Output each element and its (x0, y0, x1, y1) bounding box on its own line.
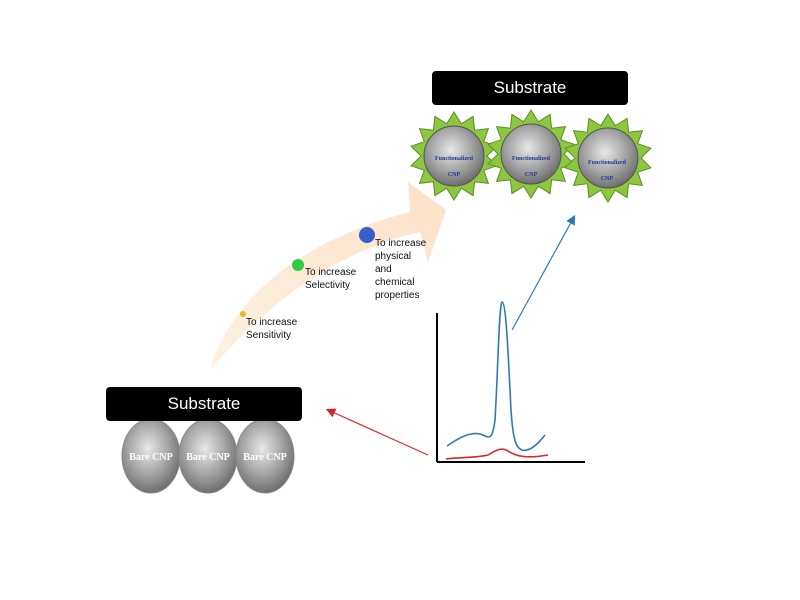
fcnp-3-line2: CNP (600, 176, 614, 182)
top-substrate-bar: Substrate (432, 71, 628, 105)
curved-progress-arrow (210, 182, 446, 370)
fcnp-1-line2: CNP (447, 172, 461, 178)
bare-cnp-label-1: Bare CNP (129, 452, 173, 463)
goal-dot-selectivity (292, 259, 304, 271)
functionalized-cnp-3 (564, 113, 652, 203)
blue-arrow (511, 214, 576, 331)
top-substrate-label: Substrate (493, 78, 567, 97)
bare-cnp-label-3: Bare CNP (243, 452, 287, 463)
fcnp-2-line1: Functionalized (511, 156, 550, 162)
fcnp-2-line2: CNP (524, 172, 538, 178)
cnp-sphere-1 (423, 125, 485, 187)
bottom-substrate-label: Substrate (167, 394, 241, 413)
spectrum-plot (436, 301, 585, 463)
blue-trace (446, 301, 546, 452)
goal-text-sensitivity: To increase Sensitivity (246, 317, 298, 341)
fcnp-1-line1: Functionalized (434, 156, 473, 162)
fcnp-3-line1: Functionalized (587, 160, 626, 166)
cnp-sphere-2 (500, 123, 562, 185)
bare-cnp-label-2: Bare CNP (186, 452, 230, 463)
red-trace (445, 448, 549, 460)
goal-dot-sensitivity (240, 311, 246, 317)
functionalized-cnp-2 (487, 109, 575, 199)
goal-dot-properties (359, 227, 375, 243)
functionalized-cnp-1 (410, 111, 498, 201)
functionalized-cnp-label-1: Functionalized CNP (428, 147, 480, 187)
goal-text-properties: To increase physical and chemical proper… (375, 238, 427, 301)
bottom-substrate-bar: Substrate (106, 387, 302, 421)
cnp-sphere-3 (577, 127, 639, 189)
functionalized-cnp-label-2: Functionalized CNP (505, 147, 557, 187)
functionalized-cnp-label-3: Functionalized CNP (581, 151, 633, 191)
goal-text-selectivity: To increase Selectivity (305, 267, 357, 291)
red-arrow (325, 408, 429, 456)
